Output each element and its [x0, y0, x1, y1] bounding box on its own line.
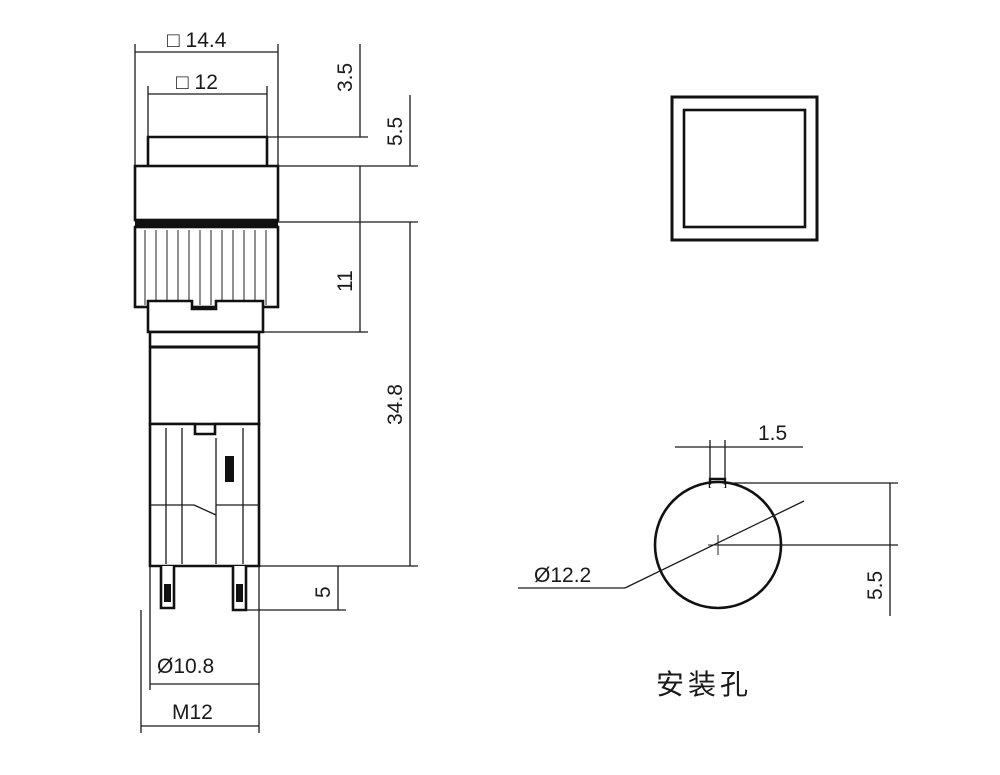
- mounting-hole-key: [708, 477, 727, 488]
- hole-dimension-lines: [518, 440, 898, 616]
- dim-inner-square: □ 12: [176, 71, 218, 94]
- dim-ring-height: 11: [334, 270, 357, 292]
- dim-total-height: 34.8: [384, 384, 407, 425]
- switch-top-view: [670, 95, 819, 242]
- switch-cap: [146, 135, 269, 166]
- switch-side-view: [133, 135, 280, 612]
- hole-dimension-labels: 1.5 Ø12.2 5.5 安装孔: [534, 422, 887, 701]
- ring-ribs: [144, 230, 267, 305]
- dim-key-width: 1.5: [758, 422, 787, 445]
- mounting-hole-caption: 安装孔: [656, 668, 752, 701]
- switch-bezel: [133, 164, 280, 222]
- front-dimension-labels: □ 14.4 □ 12 3.5 5.5 11 34.8 5 Ø10.8 M12: [157, 29, 407, 724]
- front-dimension-lines: [134, 44, 418, 733]
- dim-bezel-height: 5.5: [384, 117, 407, 146]
- dim-thread: M12: [172, 701, 213, 724]
- dim-outer-square: □ 14.4: [167, 29, 227, 52]
- top-view-inner-square: [682, 108, 807, 229]
- dim-pin-length: 5: [312, 586, 335, 598]
- terminal-clip: [225, 456, 234, 482]
- dim-hole-diameter: Ø12.2: [534, 564, 591, 587]
- bezel-band: [135, 219, 278, 227]
- switch-collar: [146, 299, 265, 334]
- switch-ring: [133, 225, 280, 309]
- dim-body-diameter: Ø10.8: [157, 655, 214, 678]
- dim-cap-height: 3.5: [334, 63, 357, 92]
- dim-key-offset: 5.5: [864, 571, 887, 600]
- top-view-outer-square: [670, 95, 819, 242]
